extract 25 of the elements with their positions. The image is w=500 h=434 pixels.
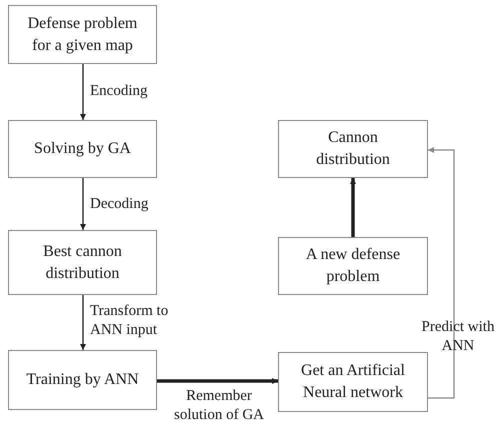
edge-label: Predict with ANN — [420, 318, 496, 356]
box-label: Training by ANN — [26, 370, 139, 390]
box-label: A new defense problem — [304, 245, 402, 287]
arrow — [80, 64, 86, 120]
process-box — [8, 230, 157, 295]
process-box — [278, 352, 428, 412]
process-box — [8, 5, 157, 64]
arrow — [157, 378, 278, 384]
box-label: Defense problem for a given map — [26, 14, 138, 56]
edge-label: Transform to ANN input — [90, 302, 170, 340]
process-box — [278, 120, 428, 178]
edge-label: Remember solution of GA — [173, 387, 265, 425]
arrow — [80, 295, 86, 350]
box-label: Solving by GA — [34, 139, 131, 159]
arrow — [80, 178, 86, 230]
arrow — [350, 178, 356, 237]
box-label: Get an Artificial Neural network — [300, 361, 406, 403]
process-box — [278, 237, 428, 295]
process-box — [8, 350, 157, 410]
process-box — [8, 120, 157, 178]
arrow — [428, 147, 455, 399]
edge-label: Decoding — [90, 195, 150, 214]
box-label: Best cannon distribution — [42, 242, 123, 284]
box-label: Cannon distribution — [315, 128, 391, 170]
edge-label: Encoding — [90, 82, 148, 101]
